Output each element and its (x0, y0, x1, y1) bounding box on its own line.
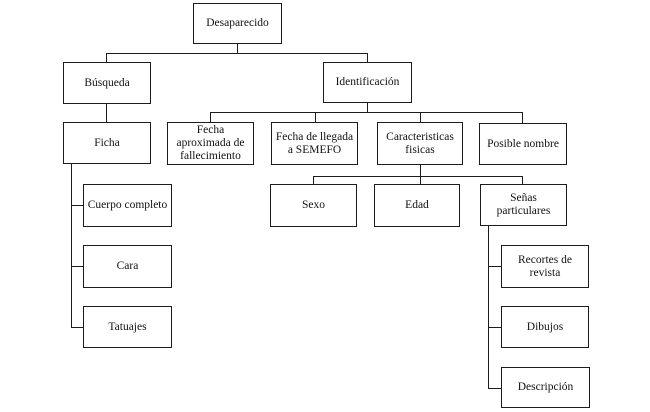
connector-cuerpo-stub (71, 205, 83, 206)
connector-busqueda-drop (106, 53, 107, 62)
connector-desaparecido-stem (237, 44, 238, 53)
node-busqueda: Búsqueda (63, 62, 151, 104)
node-desaparecido: Desaparecido (193, 3, 282, 44)
connector-caracteristicas-stem (420, 165, 421, 176)
connector-fecha-llegada-drop (315, 112, 316, 122)
connector-caracteristicas-drop (420, 112, 421, 122)
connector-senas-drop (522, 176, 523, 184)
connector-identificacion-drop (367, 53, 368, 62)
connector-busqueda-ficha (106, 104, 107, 122)
connector-posible-nombre-drop (522, 112, 523, 123)
node-cara: Cara (83, 245, 172, 288)
node-caracteristicas: Caracteristicas fisicas (377, 122, 463, 165)
node-sexo: Sexo (270, 184, 357, 227)
connector-ficha-hang (71, 164, 72, 328)
node-recortes-revista: Recortes de revista (501, 245, 589, 288)
connector-level4-rail (313, 176, 523, 177)
node-edad: Edad (374, 184, 460, 227)
connector-sexo-drop (313, 176, 314, 184)
connector-level3-rail (210, 112, 523, 113)
node-descripcion: Descripción (501, 367, 590, 408)
node-ficha: Ficha (63, 122, 151, 164)
node-identificacion: Identificación (323, 62, 412, 103)
node-senas-particulares: Señas particulares (480, 184, 567, 226)
connector-tatuajes-stub (71, 327, 83, 328)
connector-cara-stub (71, 266, 83, 267)
node-tatuajes: Tatuajes (83, 306, 172, 348)
connector-level2-rail (106, 53, 368, 54)
node-cuerpo-completo: Cuerpo completo (83, 184, 172, 227)
connector-dibujos-stub (488, 327, 501, 328)
connector-edad-drop (420, 176, 421, 184)
connector-senas-hang (488, 226, 489, 388)
node-fecha-llegada: Fecha de llegada a SEMEFO (271, 122, 358, 165)
node-dibujos: Dibujos (501, 306, 589, 348)
connector-recortes-stub (488, 266, 501, 267)
connector-identificacion-stem (367, 103, 368, 112)
connector-fecha-aproximada-drop (210, 112, 211, 122)
node-posible-nombre: Posible nombre (479, 123, 567, 165)
connector-descripcion-stub (488, 388, 501, 389)
node-fecha-aproximada: Fecha aproximada de fallecimiento (167, 122, 254, 165)
